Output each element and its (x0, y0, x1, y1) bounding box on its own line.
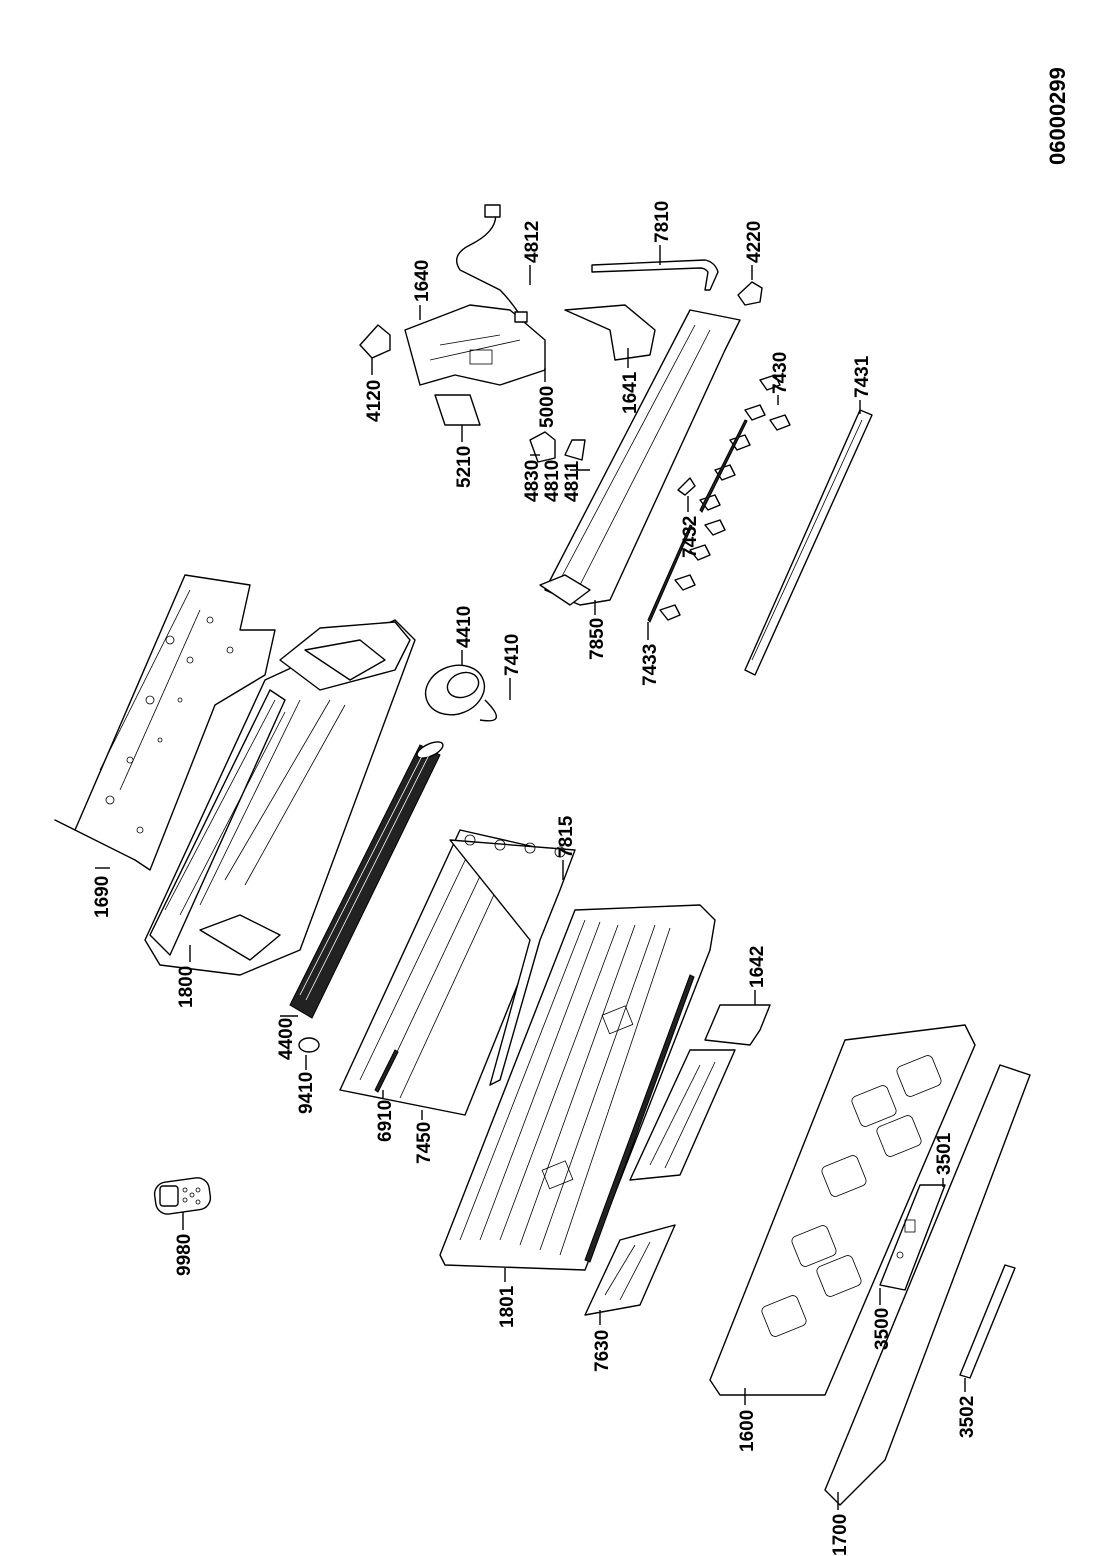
louver-link-rod-2 (699, 419, 748, 513)
part-labels: 1690 1800 4400 4410 7410 7815 9410 6910 … (92, 201, 978, 1556)
label-7410: 7410 (502, 634, 523, 676)
label-4830: 4830 (522, 460, 543, 502)
display-board (704, 1004, 771, 1046)
label-9980: 9980 (174, 1234, 195, 1276)
front-frame (439, 904, 716, 1271)
label-7430: 7430 (770, 352, 791, 394)
label-5210: 5210 (454, 446, 475, 488)
label-3502: 3502 (957, 1396, 978, 1438)
label-7630: 7630 (592, 1330, 613, 1372)
evaporator-coil (339, 829, 576, 1116)
vertical-louvers-left (659, 519, 726, 621)
label-7850: 7850 (587, 618, 608, 660)
label-4400: 4400 (276, 1018, 297, 1060)
label-1641: 1641 (620, 371, 641, 414)
control-board (879, 1184, 946, 1291)
label-6910: 6910 (375, 1100, 396, 1142)
label-4811: 4811 (562, 460, 583, 502)
fan-motor (424, 664, 497, 722)
electrical-box-cover (434, 394, 481, 426)
label-1800: 1800 (176, 966, 197, 1008)
label-4812: 4812 (522, 221, 543, 263)
front-panel (709, 1024, 976, 1396)
label-1642: 1642 (747, 946, 768, 988)
power-cable (456, 204, 528, 323)
label-1700: 1700 (830, 1514, 851, 1556)
label-4810: 4810 (542, 460, 563, 502)
label-1600: 1600 (737, 1410, 758, 1452)
label-9410: 9410 (296, 1072, 317, 1114)
air-filter-left (584, 1224, 676, 1316)
label-3501: 3501 (934, 1132, 955, 1175)
stepper-motor (737, 281, 763, 306)
louver-lever (677, 477, 696, 496)
label-4120: 4120 (364, 380, 385, 422)
label-7810: 7810 (652, 201, 673, 243)
cross-flow-fan (289, 741, 444, 1019)
drain-pan (539, 309, 741, 606)
label-5000: 5000 (537, 386, 558, 428)
label-1690: 1690 (92, 876, 113, 918)
louver-link-rod (647, 524, 693, 623)
label-7433: 7433 (640, 644, 661, 686)
label-4410: 4410 (454, 606, 475, 648)
terminal-block (359, 324, 391, 359)
chassis (144, 619, 416, 976)
air-filter-right (629, 1049, 736, 1181)
horizontal-louver (744, 409, 873, 676)
label-7450: 7450 (414, 1122, 435, 1164)
remote-control (153, 1177, 212, 1215)
sensor-bracket (564, 439, 586, 461)
label-1640: 1640 (412, 260, 433, 302)
label-1801: 1801 (497, 1285, 518, 1328)
label-4220: 4220 (744, 221, 765, 263)
bearing (298, 1037, 320, 1053)
pipe-cover (564, 304, 656, 361)
mounting-plate (54, 574, 276, 871)
document-id: 06000299 (1045, 67, 1070, 165)
sensor-holder (529, 431, 556, 463)
label-7431: 7431 (852, 355, 873, 398)
cover-strip (959, 1264, 1016, 1379)
drain-hose (591, 259, 719, 291)
label-7815: 7815 (556, 815, 577, 858)
label-3500: 3500 (872, 1308, 893, 1350)
label-7432: 7432 (680, 516, 701, 558)
